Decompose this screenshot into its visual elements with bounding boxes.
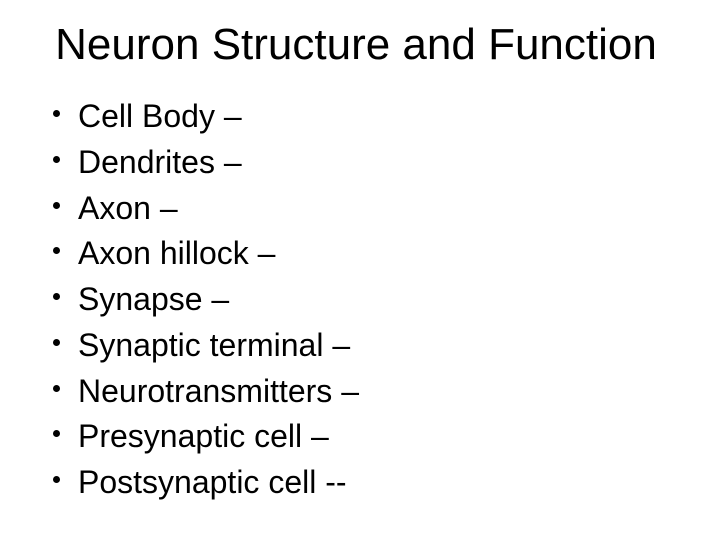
bullet-text: Synapse – [78,281,230,317]
bullet-text: Axon hillock – [78,235,276,272]
bullet-icon [53,476,60,483]
bullet-text: Synaptic terminal – [78,326,351,363]
bullet-item: Synaptic terminal – [40,323,710,369]
bullet-item: Cell Body – [40,94,710,140]
bullet-item: Postsynaptic cell -- [40,460,710,506]
bullet-item: Presynaptic cell – [40,414,710,460]
bullet-list: Cell Body – Dendrites – Axon – Axon hill… [40,94,710,506]
bullet-text: Dendrites – [78,143,242,180]
bullet-item: Neurotransmitters – [40,369,710,415]
bullet-icon [53,201,60,209]
bullet-icon [53,293,60,300]
bullet-item: Axon – [40,186,710,232]
bullet-item: Axon hillock – [40,231,710,277]
bullet-icon [53,247,60,255]
bullet-text: Axon – [78,189,178,226]
bullet-item: Dendrites – [40,140,710,186]
bullet-icon [53,430,60,438]
bullet-item: Synapse – [40,277,710,323]
bullet-text: Neurotransmitters – [78,372,359,409]
bullet-text: Postsynaptic cell -- [78,464,347,500]
bullet-icon [53,338,60,346]
bullet-text: Cell Body – [78,98,242,134]
slide-title: Neuron Structure and Function [55,20,657,69]
bullet-icon [53,110,60,117]
bullet-icon [53,384,60,392]
bullet-text: Presynaptic cell – [78,418,329,455]
bullet-icon [53,155,60,163]
